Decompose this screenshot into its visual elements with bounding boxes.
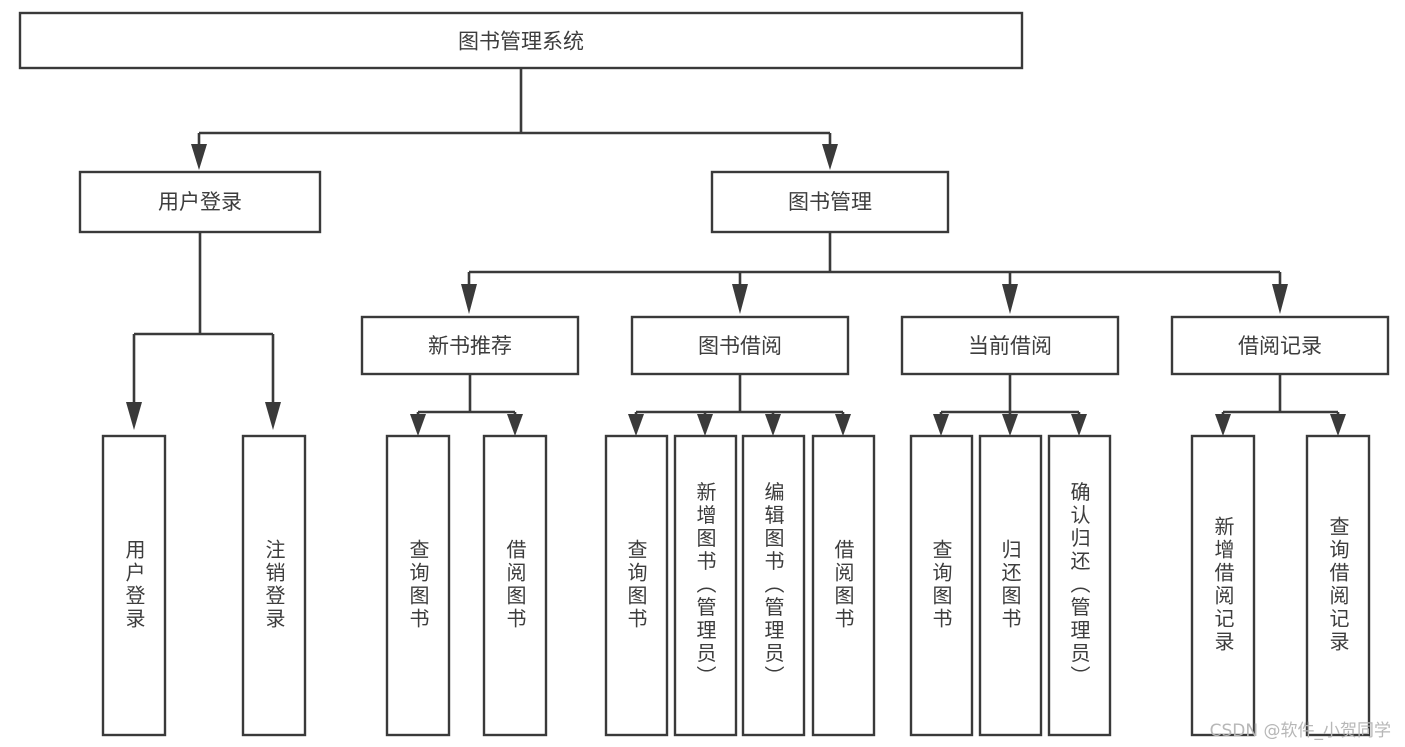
node-new-book-recommend[interactable]: 新书推荐 [360,315,580,376]
arrow-head-to-new-book-recommend [461,284,477,314]
arrow-head-to-leaf-user-login [126,402,142,430]
node-book-management[interactable]: 图书管理 [710,170,950,234]
leaf-label-add-book-admin: 新增图书（管理员） [693,481,717,688]
leaf-node-edit-book-admin[interactable]: 编辑图书（管理员） [741,434,806,737]
leaf-box-add-borrow-record [1190,434,1256,737]
leaf-label-query-book-recommend: 查询图书 [406,539,430,631]
leaf-box-add-book-admin [673,434,738,737]
arrow-head-to-leaf-logout [265,402,281,430]
leaf-node-add-borrow-record[interactable]: 新增借阅记录 [1190,434,1256,737]
leaf-node-query-borrow-record[interactable]: 查询借阅记录 [1305,434,1371,737]
leaf-box-user-login [101,434,167,737]
leaf-node-add-book-admin[interactable]: 新增图书（管理员） [673,434,738,737]
leaf-node-logout[interactable]: 注销登录 [241,434,307,737]
leaf-box-query-book-borrow [604,434,669,737]
arrow-head-to-current-borrow [1002,284,1018,314]
connector-current-borrow-to-leaves [933,374,1087,436]
leaf-node-user-login[interactable]: 用户登录 [101,434,167,737]
leaf-label-borrow-book: 借阅图书 [831,539,855,631]
leaf-node-query-book-recommend[interactable]: 查询图书 [385,434,451,737]
node-root-book-management-system[interactable]: 图书管理系统 [18,11,1024,70]
node-user-login[interactable]: 用户登录 [78,170,322,234]
leaf-node-return-book[interactable]: 归还图书 [978,434,1043,737]
leaf-label-confirm-return-admin: 确认归还（管理员） [1067,481,1091,688]
node-box-new-book-recommend [360,315,580,376]
leaf-label-logout: 注销登录 [262,539,286,631]
leaf-box-confirm-return-admin [1047,434,1112,737]
node-label-new-book-recommend: 新书推荐 [428,334,512,358]
connector-new-book-recommend-to-leaves [410,374,523,436]
node-box-user-login [78,170,322,234]
leaf-box-return-book [978,434,1043,737]
node-label-book-management: 图书管理 [788,190,872,214]
node-current-borrow[interactable]: 当前借阅 [900,315,1120,376]
leaf-label-edit-book-admin: 编辑图书（管理员） [761,481,785,688]
leaf-node-confirm-return-admin[interactable]: 确认归还（管理员） [1047,434,1112,737]
leaf-box-query-book-recommend [385,434,451,737]
leaf-box-logout [241,434,307,737]
node-label-book-borrow: 图书借阅 [698,334,782,358]
leaf-box-borrow-book [811,434,876,737]
leaf-node-borrow-book[interactable]: 借阅图书 [811,434,876,737]
leaf-label-query-book-borrow: 查询图书 [624,539,648,631]
node-book-borrow[interactable]: 图书借阅 [630,315,850,376]
leaf-label-user-login: 用户登录 [122,539,146,631]
node-borrow-record[interactable]: 借阅记录 [1170,315,1390,376]
leaf-label-return-book: 归还图书 [998,539,1022,631]
leaf-box-borrow-book-recommend [482,434,548,737]
leaf-label-query-borrow-record: 查询借阅记录 [1326,516,1350,654]
node-box-current-borrow [900,315,1120,376]
connector-book-borrow-to-leaves [628,374,851,436]
node-label-borrow-record: 借阅记录 [1238,334,1322,358]
leaf-label-borrow-book-recommend: 借阅图书 [503,539,527,631]
leaf-label-add-borrow-record: 新增借阅记录 [1211,516,1235,654]
leaf-node-query-book-borrow[interactable]: 查询图书 [604,434,669,737]
arrow-head-to-user-login [191,144,207,170]
connector-borrow-record-to-leaves [1215,374,1346,436]
connector-root-to-level2 [191,68,838,170]
connector-book-management-to-level3 [461,232,1288,314]
leaf-box-query-book-current [909,434,974,737]
leaf-node-query-book-current[interactable]: 查询图书 [909,434,974,737]
node-label-current-borrow: 当前借阅 [968,334,1052,358]
node-label-user-login: 用户登录 [158,190,242,214]
arrow-head-to-borrow-record [1272,284,1288,314]
arrow-head-to-book-borrow [732,284,748,314]
leaf-label-query-book-current: 查询图书 [929,539,953,631]
connector-user-login-to-leaves [126,232,281,430]
node-box-root [18,11,1024,70]
node-label-root: 图书管理系统 [458,30,584,54]
leaf-box-edit-book-admin [741,434,806,737]
leaf-box-query-borrow-record [1305,434,1371,737]
leaf-node-borrow-book-recommend[interactable]: 借阅图书 [482,434,548,737]
arrow-head-to-book-management [822,144,838,170]
